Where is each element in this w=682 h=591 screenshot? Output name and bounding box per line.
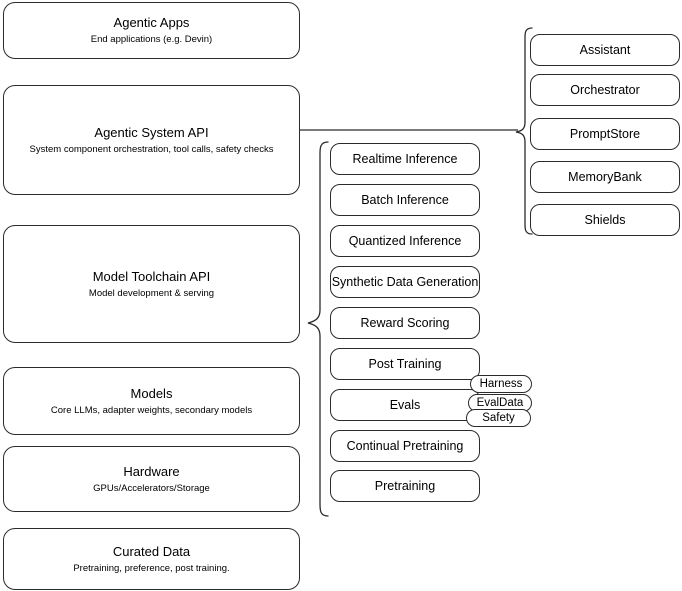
system-item-label: MemoryBank [568,170,642,184]
toolchain-item-reward-scoring[interactable]: Reward Scoring [330,307,480,339]
system-item-orchestrator[interactable]: Orchestrator [530,74,680,106]
evals-pill-harness[interactable]: Harness [470,375,532,393]
toolchain-item-post-training[interactable]: Post Training [330,348,480,380]
toolchain-item-synthetic-data-generation[interactable]: Synthetic Data Generation [330,266,480,298]
toolchain-item-pretraining[interactable]: Pretraining [330,470,480,502]
system-item-promptstore[interactable]: PromptStore [530,118,680,150]
system-item-memorybank[interactable]: MemoryBank [530,161,680,193]
toolchain-item-continual-pretraining[interactable]: Continual Pretraining [330,430,480,462]
evals-pill-label: Harness [479,378,523,390]
layer-title: Curated Data [112,543,191,559]
brace-toolchain-group [304,140,332,520]
toolchain-item-label: Synthetic Data Generation [331,275,479,289]
layer-agentic-apps[interactable]: Agentic Apps End applications (e.g. Devi… [3,2,300,59]
layer-hardware[interactable]: Hardware GPUs/Accelerators/Storage [3,446,300,512]
toolchain-item-quantized-inference[interactable]: Quantized Inference [330,225,480,257]
brace-system-components-group [514,26,542,238]
toolchain-item-label: Realtime Inference [352,152,458,166]
layer-title: Models [130,385,173,401]
system-item-shields[interactable]: Shields [530,204,680,236]
layer-subtitle: System component orchestration, tool cal… [29,143,274,155]
toolchain-item-realtime-inference[interactable]: Realtime Inference [330,143,480,175]
layer-title: Agentic System API [94,124,209,140]
layer-agentic-system-api[interactable]: Agentic System API System component orch… [3,85,300,195]
evals-pill-safety[interactable]: Safety [466,409,531,427]
system-item-assistant[interactable]: Assistant [530,34,680,66]
toolchain-item-label: Batch Inference [361,193,449,207]
layer-subtitle: End applications (e.g. Devin) [90,34,213,45]
layer-subtitle: Pretraining, preference, post training. [73,562,230,574]
layer-model-toolchain-api[interactable]: Model Toolchain API Model development & … [3,225,300,343]
layer-subtitle: Core LLMs, adapter weights, secondary mo… [50,404,253,416]
layer-title: Model Toolchain API [92,268,211,284]
toolchain-item-label: Post Training [368,357,442,371]
evals-pill-label: EvalData [476,397,524,409]
toolchain-item-label: Continual Pretraining [346,439,464,453]
system-item-label: Orchestrator [570,83,640,97]
toolchain-item-batch-inference[interactable]: Batch Inference [330,184,480,216]
layer-title: Agentic Apps [113,15,190,30]
toolchain-item-evals[interactable]: Evals [330,389,480,421]
toolchain-item-label: Quantized Inference [348,234,462,248]
toolchain-item-label: Reward Scoring [360,316,450,330]
system-item-label: Assistant [579,43,631,57]
evals-pill-label: Safety [482,412,515,424]
connector-system-api-to-components [300,112,525,152]
layer-subtitle: Model development & serving [88,287,215,299]
toolchain-item-label: Evals [389,398,421,412]
layer-curated-data[interactable]: Curated Data Pretraining, preference, po… [3,528,300,590]
layer-models[interactable]: Models Core LLMs, adapter weights, secon… [3,367,300,435]
toolchain-item-label: Pretraining [374,479,436,493]
layer-subtitle: GPUs/Accelerators/Storage [93,482,210,494]
system-item-label: Shields [584,213,626,227]
layer-title: Hardware [123,463,180,479]
system-item-label: PromptStore [569,127,641,141]
